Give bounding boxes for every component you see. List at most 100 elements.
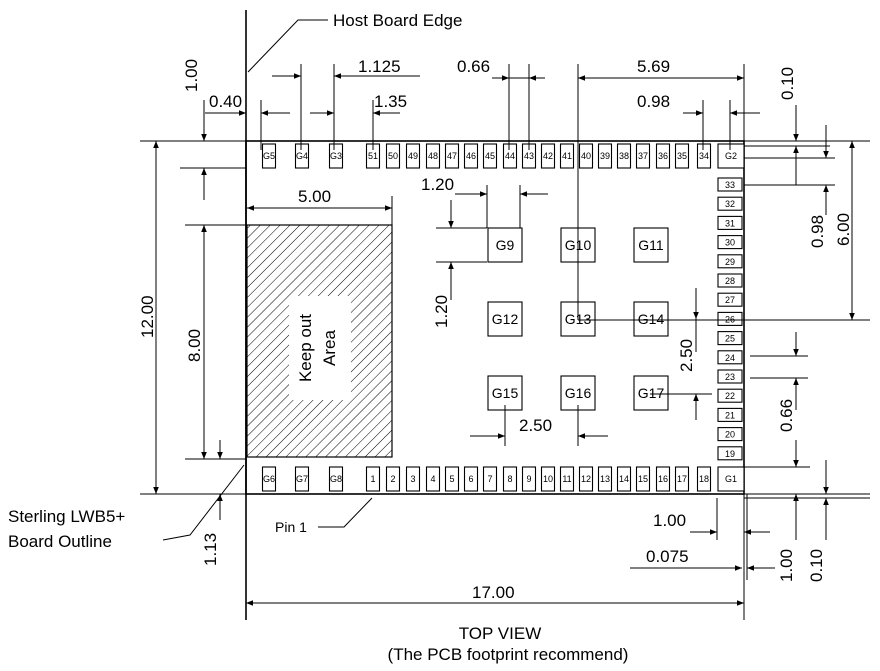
bottom-pad-label: 4 <box>430 474 435 484</box>
top-pad-label: 36 <box>658 151 668 161</box>
dim-0-10-bottom-label: 0.10 <box>807 549 826 582</box>
right-pad-32: 32 <box>717 196 743 211</box>
dim-0-98-right-label: 0.98 <box>808 215 827 248</box>
right-pad-19: 19 <box>717 446 743 461</box>
top-pad-G2: G2 <box>717 143 745 169</box>
top-pad-label: 37 <box>638 151 648 161</box>
dim-0-10-bottom: 0.10 <box>744 460 870 582</box>
dim-6-00: 6.00 <box>578 141 870 321</box>
top-pad-label: 44 <box>505 151 515 161</box>
right-pad-label: 30 <box>725 238 735 248</box>
right-pad-label: 20 <box>725 430 735 440</box>
top-pad-label: 42 <box>543 151 553 161</box>
dim-2-50-h-label: 2.50 <box>519 416 552 435</box>
bottom-pad-G1: G1 <box>717 466 745 492</box>
bottom-pad-10: 10 <box>540 466 556 492</box>
dim-1-00-bottom-label: 1.00 <box>653 511 686 530</box>
bottom-pad-label: 1 <box>370 474 375 484</box>
ground-pad-G17: G17 <box>633 375 669 411</box>
bottom-pad-label: G8 <box>330 474 342 484</box>
top-pad-label: 48 <box>428 151 438 161</box>
pin1-label: Pin 1 <box>275 519 307 535</box>
top-pad-37: 37 <box>635 143 651 169</box>
bottom-pad-G8: G8 <box>328 466 344 492</box>
right-pad-label: 23 <box>725 372 735 382</box>
bottom-pad-12: 12 <box>578 466 594 492</box>
bottom-pad-label: G6 <box>263 474 275 484</box>
dim-12-00: 12.00 <box>138 141 246 495</box>
right-pad-label: 27 <box>725 295 735 305</box>
top-pad-40: 40 <box>578 143 594 169</box>
bottom-pad-label: 2 <box>390 474 395 484</box>
right-pad-20: 20 <box>717 427 743 442</box>
keepout-area: Keep out Area <box>246 224 393 458</box>
top-pad-G5: G5 <box>261 143 277 169</box>
dim-2-50-h: 2.50 <box>470 405 608 446</box>
dim-5-00-label: 5.00 <box>298 187 331 206</box>
right-pad-30: 30 <box>717 235 743 250</box>
bottom-pad-13: 13 <box>597 466 613 492</box>
bottom-pad-label: 10 <box>543 474 553 484</box>
dim-0-98-top-label: 0.98 <box>637 92 670 111</box>
keepout-label-1: Keep out <box>296 314 315 382</box>
ground-pad-G15: G15 <box>487 375 523 411</box>
right-pad-label: 29 <box>725 257 735 267</box>
dim-0-40-label: 0.40 <box>209 92 242 111</box>
dim-5-69-label: 5.69 <box>637 57 670 76</box>
right-pad-27: 27 <box>717 292 743 307</box>
dim-8-00: 8.00 <box>185 224 247 460</box>
dim-1-35-label: 1.35 <box>374 92 407 111</box>
dim-1-00-top-label: 1.00 <box>182 59 201 92</box>
dim-1-20-v-label: 1.20 <box>432 295 451 328</box>
ground-pad-label: G15 <box>492 385 519 401</box>
dim-0-66-right-label: 0.66 <box>777 399 796 432</box>
top-pad-34: 34 <box>696 143 712 169</box>
top-pad-label: G2 <box>725 151 737 161</box>
dim-1-00-top: 1.00 <box>140 59 246 200</box>
top-pad-45: 45 <box>482 143 498 169</box>
ground-pad-G11: G11 <box>633 227 669 263</box>
right-pad-29: 29 <box>717 254 743 269</box>
host-board-edge-label: Host Board Edge <box>333 11 462 30</box>
top-pad-label: G5 <box>263 151 275 161</box>
bottom-pad-label: 5 <box>449 474 454 484</box>
bottom-pad-16: 16 <box>655 466 671 492</box>
bottom-pad-label: 6 <box>468 474 473 484</box>
dim-6-00-label: 6.00 <box>834 213 853 246</box>
dim-17-00: 17.00 <box>246 583 744 606</box>
bottom-pad-18: 18 <box>696 466 712 492</box>
dim-1-20-h: 1.20 <box>421 175 548 228</box>
top-pad-46: 46 <box>463 143 479 169</box>
dim-12-00-label: 12.00 <box>138 295 157 338</box>
bottom-pad-label: 7 <box>487 474 492 484</box>
dim-0-98-top: 0.98 <box>637 92 760 150</box>
bottom-pad-label: 14 <box>619 474 629 484</box>
dim-8-00-label: 8.00 <box>185 329 204 362</box>
top-pad-label: 47 <box>447 151 457 161</box>
right-pad-label: 22 <box>725 391 735 401</box>
host-board-edge-callout: Host Board Edge <box>247 11 462 73</box>
top-pad-label: 50 <box>388 151 398 161</box>
caption-top-view: TOP VIEW <box>459 624 542 643</box>
right-pad-25: 25 <box>717 331 743 346</box>
dim-1-13-label: 1.13 <box>201 533 220 566</box>
dim-5-00: 5.00 <box>247 187 393 225</box>
dim-0-40: 0.40 <box>205 92 290 150</box>
ground-pad-label: G14 <box>638 311 665 327</box>
bottom-pad-label: 9 <box>526 474 531 484</box>
right-pad-23: 23 <box>717 369 743 384</box>
ground-pad-label: G17 <box>638 385 665 401</box>
dim-17-00-label: 17.00 <box>472 583 515 602</box>
top-pad-label: G3 <box>330 151 342 161</box>
bottom-pad-label: 12 <box>581 474 591 484</box>
top-pad-35: 35 <box>674 143 690 169</box>
bottom-pad-7: 7 <box>482 466 498 492</box>
bottom-pad-8: 8 <box>502 466 518 492</box>
dim-0-075-label: 0.075 <box>646 547 689 566</box>
ground-pad-label: G11 <box>638 237 664 253</box>
dim-1-13: 1.13 <box>201 440 223 566</box>
ground-pad-G9: G9 <box>487 227 523 263</box>
